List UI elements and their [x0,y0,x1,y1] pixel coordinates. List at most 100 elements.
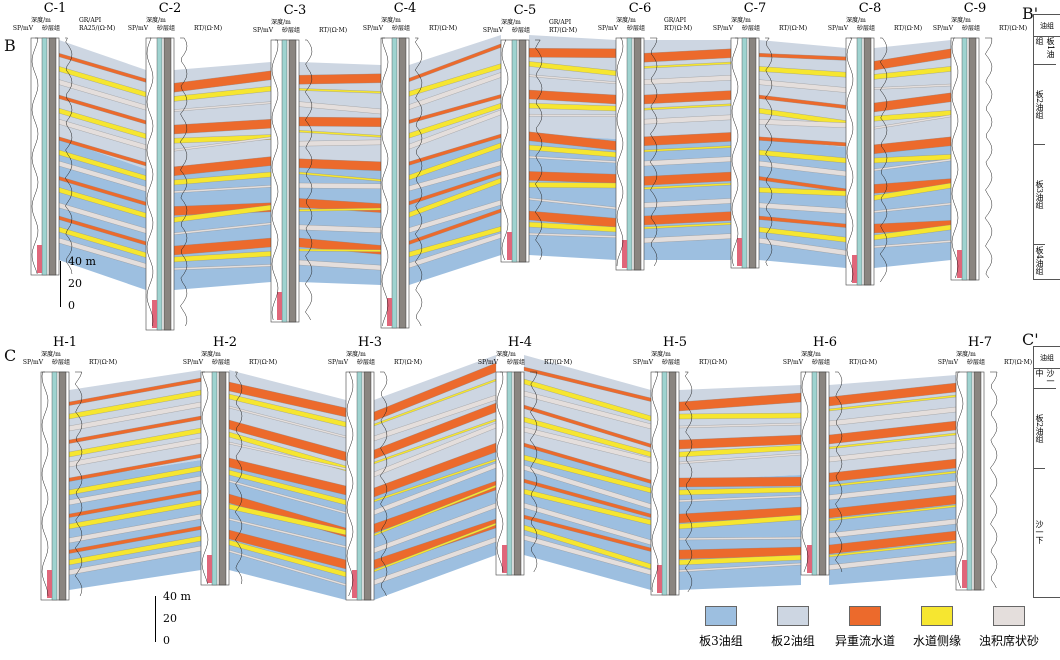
track-header-sp: SP/mV [253,27,274,34]
track-header-resistivity: RT/(Ω·M) [999,25,1027,32]
formation-marker [152,300,157,328]
legend-item: 板2油组 [762,606,824,649]
track-header-sp: SP/mV [633,359,654,366]
formation-marker [957,250,962,278]
resistivity-log-curve [529,371,538,573]
strat-group: 沙一中 [1034,369,1056,389]
track-header-sand-group: 砂层组 [627,24,645,32]
well-name: C-4 [394,1,417,16]
sand-group-column [51,371,58,601]
lithology-column [668,371,677,596]
channel-body [678,476,802,488]
lithology-column [748,37,757,269]
track-header-resistivity: RA25/(Ω·M) [79,25,115,32]
track-header-resistivity: RT/(Ω·M) [249,359,277,366]
legend-label: 板2油组 [771,634,815,648]
strat-column-bottom: 油组 沙一中 板2油组 沙一下 [1033,346,1060,598]
channel-margin [528,182,617,189]
scale-label: 20 [163,612,177,625]
sand-group-column [356,371,363,601]
sand-group-column [156,37,163,331]
track-header-sand-group: 砂层组 [662,358,680,366]
track-header-sp: SP/mV [13,25,34,32]
section-start-label-b: B [4,36,16,55]
channel-margin [678,412,802,420]
sand-group-column [961,37,968,281]
scale-label: 20 [68,277,82,290]
track-header-sand-group: 砂层组 [282,26,300,34]
track-header-depth: 深度/m [201,350,221,358]
track-header-gr: GR/API [549,19,572,26]
sand-group-column [741,37,748,269]
lithology-column [48,37,57,276]
strat-group: 板3油组 [1034,145,1045,245]
track-header-sand-group: 砂层组 [52,358,70,366]
track-header-sp: SP/mV [933,25,954,32]
track-header-gr: GR/API [79,17,102,24]
track-header-sp: SP/mV [478,359,499,366]
legend-swatch [921,606,953,626]
lithology-column [363,371,372,601]
track-header-depth: 深度/m [271,18,291,26]
legend-label: 水道侧缘 [912,634,961,648]
track-header-depth: 深度/m [801,350,821,358]
formation-marker [387,298,392,326]
sand-group-column [511,39,518,263]
sand-group-column [211,371,218,586]
well-name: H-7 [968,335,992,350]
track-header-depth: 深度/m [846,16,866,24]
lithology-column [968,37,977,281]
track-header-sp: SP/mV [783,359,804,366]
sp-log-curve [146,37,154,327]
well-name: C-7 [744,1,767,16]
legend-item: 水道侧缘 [906,606,968,649]
legend-swatch [993,606,1025,626]
well-name: C-9 [964,1,987,16]
track-header-depth: 深度/m [616,16,636,24]
formation-marker [657,565,662,593]
formation-marker [622,240,627,268]
sand-group-column [626,37,633,271]
strat-header: 油组 [1034,15,1060,37]
formation-marker [352,570,357,598]
formation-marker [507,232,512,260]
sp-log-curve [846,37,854,283]
track-header-depth: 深度/m [651,350,671,358]
lithology-column [518,39,527,263]
formation-marker [737,238,742,266]
track-header-sand-group: 砂层组 [42,24,60,32]
track-header-resistivity: RT/(Ω·M) [699,359,727,366]
resistivity-log-curve [684,371,693,593]
formation-marker [502,545,507,573]
formation-marker [277,292,282,320]
track-header-sand-group: 砂层组 [392,24,410,32]
sp-log-curve [951,37,959,279]
sand-group-column [506,371,513,576]
sand-group-column [391,37,398,329]
legend: 板3油组 板2油组 异重流水道 水道侧缘 浊积席状砂 [690,606,1040,649]
legend-item: 浊积席状砂 [978,606,1040,649]
track-header-sp: SP/mV [938,359,959,366]
track-header-depth: 深度/m [956,350,976,358]
well-name: C-1 [44,1,67,16]
formation-marker [37,245,42,273]
track-header-resistivity: RT/(Ω·M) [1004,359,1032,366]
track-header-sp: SP/mV [128,25,149,32]
sp-log-curve [31,37,39,275]
channel-body [298,116,382,127]
sp-log-curve [201,371,209,585]
track-header-sp: SP/mV [23,359,44,366]
track-header-resistivity: RT/(Ω·M) [779,25,807,32]
track-header-resistivity: RT/(Ω·M) [894,25,922,32]
lithology-column [58,371,67,601]
well-name: C-2 [159,1,182,16]
legend-item: 板3油组 [690,606,752,649]
ban3-group-zone [59,139,146,290]
sand-group-column [811,371,818,576]
formation-marker [807,545,812,573]
track-header-depth: 深度/m [381,16,401,24]
track-header-depth: 深度/m [146,16,166,24]
well-name: H-1 [53,335,77,350]
strat-group: 沙一下 [1035,520,1044,544]
